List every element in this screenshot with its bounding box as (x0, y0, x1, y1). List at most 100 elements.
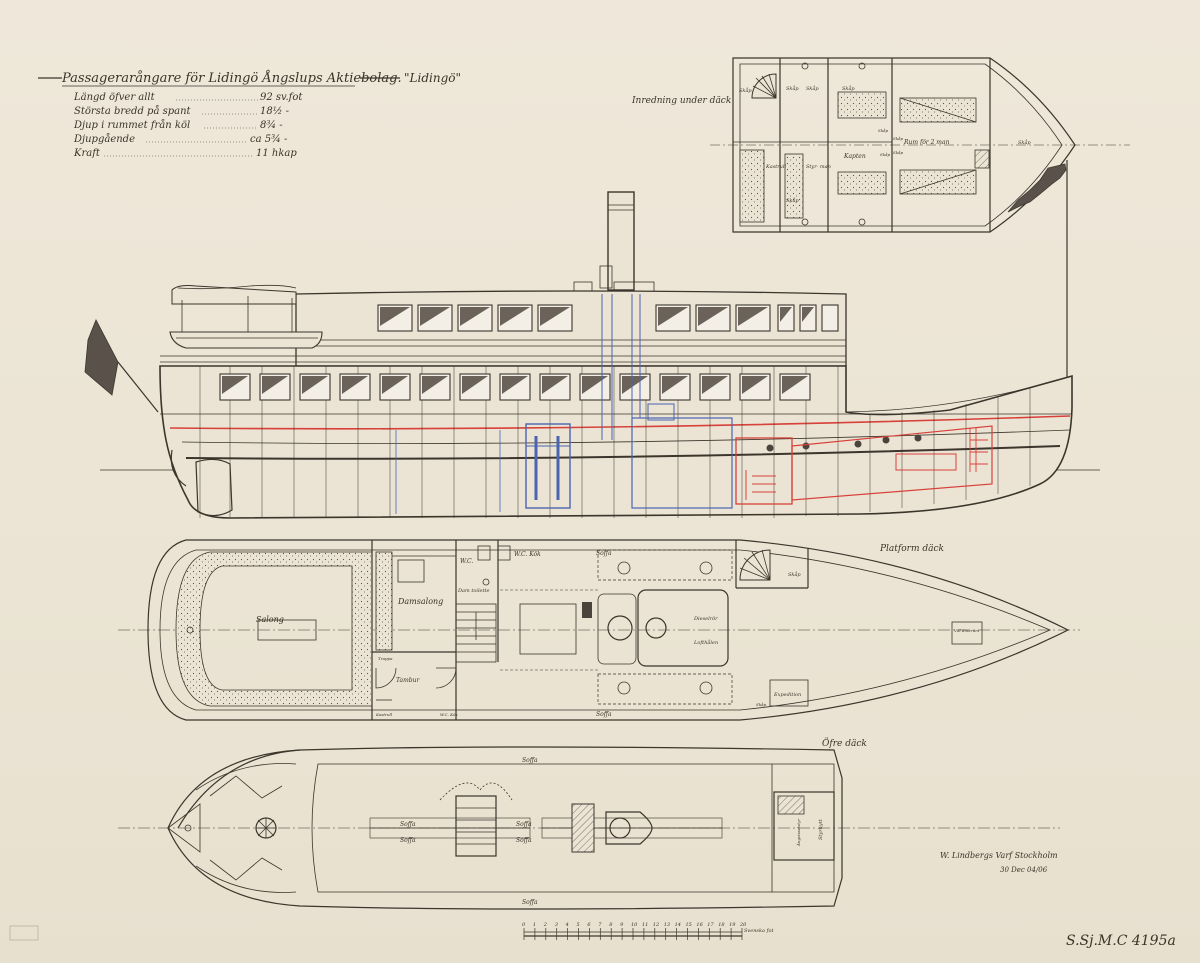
scale-tick-label: 1 (533, 922, 536, 928)
spec-label: Djup i rummet från köl (73, 119, 190, 131)
ship-name: "Lidingö" (404, 71, 461, 85)
soffa-label: Soffa (516, 837, 532, 844)
shipyard-signature: W. Lindbergs Varf Stockholm (940, 851, 1058, 860)
main-deck-plan: Platform däck (118, 539, 1080, 721)
dam-toilette-label: Dam toilette (457, 588, 490, 594)
spec-value: 11 hkap (256, 148, 297, 159)
upper-deck-plan: Öfre däck Soffa S (118, 737, 1060, 910)
below-deck-label: Skåp (893, 136, 904, 141)
skap-side-label: Skåp (788, 571, 801, 578)
drawing-title: Passagerarångare för Lidingö Ångslups Ak… (61, 70, 402, 86)
below-deck-label: Skåp (806, 85, 819, 92)
vill-dinerum-label: Vill dinerum (954, 628, 979, 633)
scale-tick-label: 7 (598, 922, 602, 928)
tambur-label: Tambur (396, 677, 421, 684)
trappa-label: Trappa (378, 656, 393, 661)
spec-label: Största bredd på spant (74, 105, 192, 117)
scale-tick-label: 19 (729, 922, 736, 928)
main-deck-windows (219, 373, 811, 401)
salong-label: Salong (256, 615, 284, 624)
soffa-label: Soffa (522, 899, 538, 906)
scale-tick-label: 2 (543, 922, 547, 928)
below-deck-label: Skåp (786, 85, 799, 92)
scale-tick-label: 13 (664, 922, 670, 928)
pennant-flag (1007, 163, 1067, 213)
scale-tick-label: 4 (565, 922, 569, 928)
below-deck-label: Skåp (1018, 139, 1031, 146)
stern-flagstaff (117, 361, 159, 413)
scale-tick-label: 0 (522, 922, 526, 928)
main-deck-heading: Platform däck (879, 544, 944, 554)
scale-tick-label: 15 (686, 922, 692, 928)
below-deck-label: Skåp (786, 197, 799, 204)
red-sheer-line (169, 415, 1071, 430)
spec-label: Djupgående (73, 133, 135, 145)
scale-unit-label: Svenska fot (744, 928, 774, 934)
below-deck-label: Skåp (739, 87, 752, 94)
drawing-date: 30 Dec 04/06 (1000, 866, 1048, 874)
below-deck-label: Skåp (893, 150, 904, 155)
soffa-label: Soffa (596, 550, 612, 557)
wc-kok-label: W.C. Kök (514, 551, 541, 558)
soffa-label: Soffa (596, 711, 612, 718)
below-deck-label: Kapten (843, 153, 866, 160)
below-deck-label: Rum för 2 man (903, 139, 950, 146)
soffa-label: Soffa (522, 757, 538, 764)
lifeboat (169, 331, 323, 349)
scale-tick-label: 10 (631, 922, 638, 928)
soffa-label: Soffa (400, 837, 416, 844)
scale-tick-label: 12 (653, 922, 659, 928)
below-deck-label: Kastrull (765, 164, 787, 170)
scale-tick-label: 17 (707, 922, 714, 928)
scale-tick-label: 20 (739, 922, 747, 928)
spec-value: 92 sv.fot (260, 92, 303, 103)
scale-tick-label: 14 (675, 922, 681, 928)
forward-compartments (735, 425, 993, 505)
spec-value: 18½ - (260, 106, 290, 117)
scale-tick-label: 8 (609, 922, 612, 928)
spec-value: ca 5¾ - (250, 134, 288, 145)
scale-tick-label: 3 (555, 922, 558, 928)
spec-label: Kraft (73, 148, 101, 159)
portholes (766, 434, 922, 452)
below-deck-label: Skåp (878, 128, 889, 133)
stern-flag (84, 319, 119, 396)
side-elevation (84, 160, 1100, 519)
soffa-label: Soffa (516, 821, 532, 828)
wc-label: W.C. (460, 558, 473, 565)
spec-value: 8¾ - (260, 120, 283, 131)
upper-windows (377, 304, 839, 332)
dieselror-label: Dieselrör (693, 616, 718, 622)
hus-label: Ångvisselstyr (796, 818, 801, 847)
expedition-label: Expedition (773, 692, 801, 698)
soffa-label: Soffa (400, 821, 416, 828)
below-deck-label: Skåp (880, 152, 891, 157)
rudder (195, 458, 233, 517)
below-deck-heading: Inredning under däck (631, 96, 731, 106)
main-stairs (455, 603, 497, 663)
archive-number: S.Sj.M.C 4195a (1066, 933, 1176, 949)
scale-tick-label: 16 (696, 922, 703, 928)
kastrull-label: Kastrull (375, 712, 393, 717)
upper-deck-heading: Öfre däck (822, 737, 867, 749)
below-deck-plan: Inredning under däck Skåp S (631, 57, 1130, 233)
styrhytt-label: Styrhytt (818, 818, 824, 840)
wc-kok-bottom-label: W.C. Kök (440, 712, 458, 717)
machinery-outline (395, 294, 733, 514)
spec-label: Längd öfver allt (73, 92, 156, 103)
below-deck-label: Skåp (842, 85, 855, 92)
scale-tick-label: 9 (620, 922, 624, 928)
scale-tick-label: 6 (587, 922, 591, 928)
scale-tick-label: 11 (642, 922, 648, 928)
title-block: Passagerarångare för Lidingö Ångslups Ak… (38, 70, 461, 159)
scale-tick-label: 5 (577, 922, 580, 928)
below-deck-label: Styr- man (806, 164, 831, 170)
ventilation-label: Lofthålen (693, 639, 718, 646)
scale-tick-label: 18 (718, 922, 724, 928)
signature-block: W. Lindbergs Varf Stockholm 30 Dec 04/06 (940, 851, 1058, 874)
specifications-list: Längd öfver allt 92 sv.fot Största bredd… (73, 92, 303, 159)
